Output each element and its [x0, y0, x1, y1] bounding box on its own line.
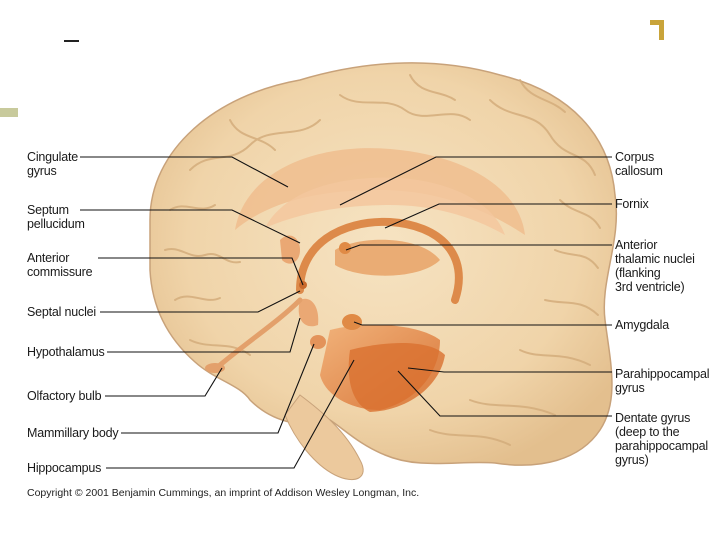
label-septum-pellucidum: Septum pellucidum: [27, 203, 85, 231]
label-hypothalamus: Hypothalamus: [27, 345, 105, 359]
leader-lines: [80, 156, 612, 469]
thalamus-shape: [335, 239, 440, 276]
limbic-structures: [205, 148, 525, 412]
amygdala-shape: [342, 314, 362, 330]
cingulate-gyrus-shape: [235, 148, 525, 235]
label-mammillary-body: Mammillary body: [27, 426, 119, 440]
label-amygdala: Amygdala: [615, 318, 669, 332]
corpus-callosum-shape: [265, 177, 505, 235]
brainstem-shape: [284, 394, 364, 480]
label-olfactory-bulb: Olfactory bulb: [27, 389, 102, 403]
label-cingulate-gyrus: Cingulate gyrus: [27, 150, 79, 178]
parahippocampal-gyrus-shape: [348, 343, 445, 412]
mammillary-body-shape: [310, 335, 326, 349]
label-hippocampus: Hippocampus: [27, 461, 102, 475]
olfactory-tract-shape: [217, 297, 303, 368]
corner-bracket-icon: [650, 20, 664, 40]
label-anterior-thalamic-nuclei: Anterior thalamic nuclei (flanking 3rd v…: [615, 238, 695, 294]
label-corpus-callosum: Corpus callosum: [615, 150, 663, 178]
septum-pellucidum-shape: [280, 235, 300, 264]
fornix-shape: [296, 217, 463, 304]
label-fornix: Fornix: [615, 197, 649, 211]
hypothalamus-shape: [298, 298, 319, 327]
label-septal-nuclei: Septal nuclei: [27, 305, 96, 319]
label-anterior-commissure: Anterior commissure: [27, 251, 93, 279]
anterior-thalamic-nucleus-shape: [339, 242, 351, 254]
label-parahippocampal-gyrus: Parahippocampal gyrus: [615, 367, 710, 395]
copyright-notice: Copyright © 2001 Benjamin Cummings, an i…: [27, 487, 420, 499]
label-dentate-gyrus: Dentate gyrus (deep to the parahippocamp…: [615, 411, 708, 467]
top-dash-mark: [64, 40, 79, 42]
left-accent-bar: [0, 108, 18, 117]
